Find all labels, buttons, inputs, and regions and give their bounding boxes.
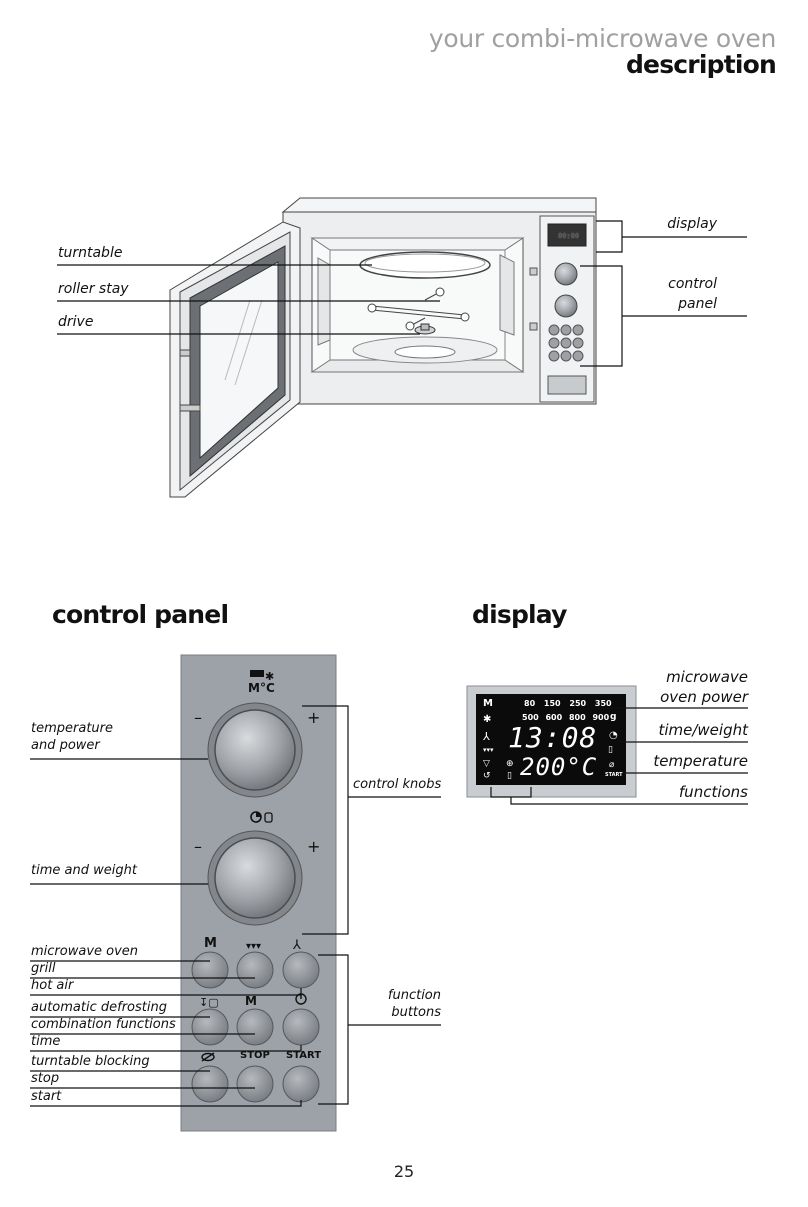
svg-text:↧▢: ↧▢ xyxy=(199,996,219,1009)
label-btn-combination: combination functions xyxy=(31,1017,176,1032)
label-functions: functions xyxy=(678,783,748,801)
display-leader-lines xyxy=(490,707,748,805)
mark-m-celsius: M°C xyxy=(248,681,275,695)
label-roller-stay: roller stay xyxy=(58,281,129,297)
label-temperature-line1: temperature xyxy=(31,721,113,736)
label-power-line1: microwave xyxy=(666,668,748,686)
mark-start: START xyxy=(286,1050,322,1061)
label-btn-grill: grill xyxy=(31,961,56,976)
svg-text:✱: ✱ xyxy=(483,714,491,725)
oven-knob-top xyxy=(554,262,578,286)
oven-door xyxy=(169,221,301,498)
svg-text:▾▾▾: ▾▾▾ xyxy=(483,746,494,754)
oven-display-window xyxy=(547,223,587,247)
label-function-line1: function xyxy=(387,988,441,1003)
lcd-power-row2: 500 600 800 900 xyxy=(522,713,610,722)
label-btn-turntable-blocking: turntable blocking xyxy=(31,1054,150,1069)
lcd-time: 13:08 xyxy=(508,721,598,754)
lcd-start: START xyxy=(605,772,623,778)
label-control-line2: panel xyxy=(678,296,717,312)
svg-text:▯: ▯ xyxy=(608,745,613,755)
lcd-screen xyxy=(476,694,626,785)
oven-illustration: 00:00 xyxy=(169,197,597,498)
mark-m-defrost: M xyxy=(245,994,257,1008)
display-illustration: ✱ ⅄ ▾▾▾ ▽ ↺ ⊕ ▯ ◔ ▯ ⌀ xyxy=(466,685,637,798)
label-time-weight: time and weight xyxy=(31,863,137,878)
label-btn-stop: stop xyxy=(31,1071,60,1086)
svg-text:▾▾▾: ▾▾▾ xyxy=(246,941,261,952)
svg-text:✱: ✱ xyxy=(265,670,274,683)
label-btn-time: time xyxy=(31,1034,61,1049)
roller-stay xyxy=(367,287,470,331)
label-btn-defrost: automatic defrosting xyxy=(31,1000,167,1015)
heading-display: display xyxy=(472,600,567,629)
label-control-line1: control xyxy=(668,276,717,292)
knob2-minus: – xyxy=(194,837,202,856)
label-btn-microwave: microwave oven xyxy=(31,944,139,959)
svg-text:⅄: ⅄ xyxy=(483,730,490,743)
label-time-weight-display: time/weight xyxy=(658,721,748,739)
header-subtitle: your combi-microwave oven xyxy=(428,24,776,53)
label-temperature-line2: and power xyxy=(31,738,100,753)
turntable-plate xyxy=(359,251,491,279)
page-number: 25 xyxy=(393,1162,415,1181)
svg-text:▯: ▯ xyxy=(507,771,512,781)
label-turntable: turntable xyxy=(58,245,123,261)
svg-text:⌀: ⌀ xyxy=(609,760,615,770)
oven-buttons xyxy=(548,324,584,362)
panel-leader-lines xyxy=(30,705,441,1107)
control-panel-illustration: ✱ ▾▾▾ ⅄ ↧▢ xyxy=(180,654,337,1132)
header-title: description xyxy=(625,50,777,79)
svg-text:▽: ▽ xyxy=(483,759,490,769)
label-power-line2: oven power xyxy=(660,688,748,706)
lcd-m: M xyxy=(483,698,493,709)
heading-control-panel: control panel xyxy=(52,600,229,629)
label-btn-start: start xyxy=(31,1089,62,1104)
label-function-line2: buttons xyxy=(391,1005,441,1020)
time-weight-knob xyxy=(214,837,296,919)
label-btn-hot-air: hot air xyxy=(31,978,74,993)
oven-leader-lines xyxy=(57,220,747,367)
svg-text:⊕: ⊕ xyxy=(506,759,514,769)
svg-text:↺: ↺ xyxy=(483,771,491,781)
label-control-knobs: control knobs xyxy=(353,777,442,792)
lcd-temp: 200°C xyxy=(520,753,598,781)
drive xyxy=(352,323,498,364)
oven-knob-bottom xyxy=(554,294,578,318)
knob2-plus: + xyxy=(307,837,321,856)
label-temperature-display: temperature xyxy=(653,752,748,770)
lcd-power-row1: 80 150 250 350 xyxy=(524,699,612,708)
knob1-minus: – xyxy=(194,708,202,727)
svg-text:00:00: 00:00 xyxy=(558,232,579,240)
svg-text:◔: ◔ xyxy=(609,730,618,741)
label-drive: drive xyxy=(58,314,94,330)
temperature-power-knob xyxy=(214,709,296,791)
svg-text:⅄: ⅄ xyxy=(292,938,301,953)
function-buttons xyxy=(191,951,320,1103)
mark-stop: STOP xyxy=(240,1050,270,1061)
mark-m: M xyxy=(204,936,217,951)
knob1-plus: + xyxy=(307,708,321,727)
lcd-g: g xyxy=(610,712,617,722)
label-display: display xyxy=(667,216,717,232)
